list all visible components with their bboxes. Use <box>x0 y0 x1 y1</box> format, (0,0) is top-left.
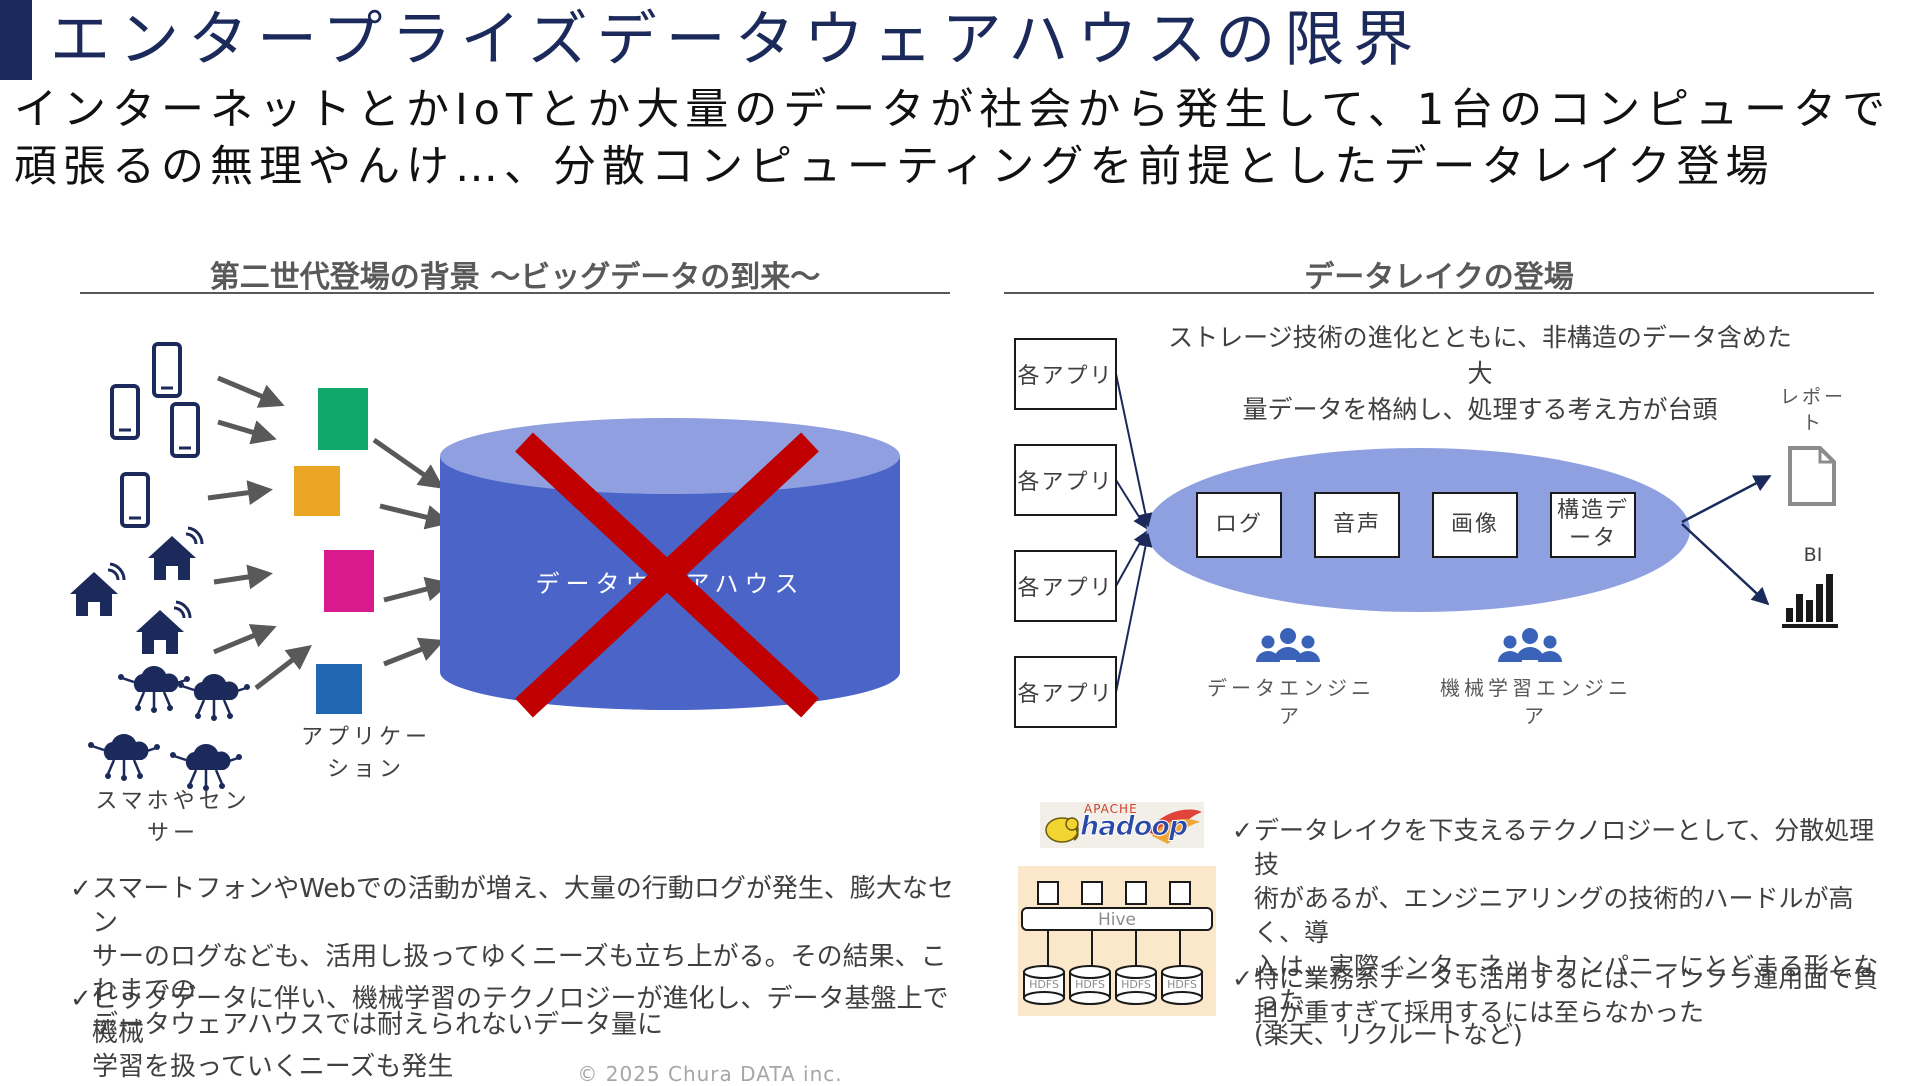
left-section-rule <box>80 292 950 294</box>
left-section-heading: 第二世代登場の背景 ～ビッグデータの到来～ <box>209 260 821 295</box>
ml-engineer-icon <box>1498 628 1562 662</box>
left-bullet-1-line: データウェアハウスでは耐えられないデータ量に <box>92 1010 663 1040</box>
right-bullet-2: ✓ 特に業務系データも活用するには、インフラ運用面で負 担が重すぎて採用するには… <box>1232 962 1894 1030</box>
hdfs-label: HDFS <box>1167 978 1197 991</box>
right-section-rule <box>1004 292 1874 294</box>
description-line-1: ストレージ技術の進化とともに、非構造のデータ含めた大 <box>1168 323 1792 388</box>
checkmark-icon: ✓ <box>1232 964 1253 993</box>
subtitle-line-2: 頑張るの無理やんけ…、分散コンピューティングを前提としたデータレイク登場 <box>14 142 1775 192</box>
right-section-heading: データレイクの登場 <box>1304 260 1574 295</box>
smart-home-icon <box>68 562 126 618</box>
copyright-footer: © 2025 Chura DATA inc. <box>577 1062 843 1086</box>
right-bullet-1-line: データレイクを下支えるテクノロジーとして、分散処理技 <box>1254 816 1875 879</box>
left-bullet-1: ✓ スマートフォンやWebでの活動が増え、大量の行動ログが発生、膨大なセン サー… <box>70 872 972 1042</box>
bi-label: BI <box>1803 544 1823 566</box>
app-square-blue <box>316 664 362 714</box>
smartphone-icon <box>152 342 182 398</box>
right-bullet-2-line: 担が重すぎて採用するには至らなかった <box>1254 998 1705 1027</box>
app-arrows <box>372 437 451 667</box>
lake-item-structured-data: 構造データ <box>1550 492 1636 558</box>
bi-chart-icon <box>1782 574 1838 628</box>
hdfs-label: HDFS <box>1029 978 1059 991</box>
description-line-2: 量データを格納し、処理する考え方が台頭 <box>1242 395 1718 424</box>
source-app-box: 各アプリ <box>1014 550 1117 622</box>
left-bullet-2-line: 学習を扱っていくニーズも発生 <box>92 1052 454 1082</box>
big-data-diagram: データウェアハウス <box>68 342 900 793</box>
hdfs-label: HDFS <box>1121 978 1151 991</box>
smartphone-icon <box>170 402 200 458</box>
data-engineer-icon <box>1256 628 1320 662</box>
hdfs-label: HDFS <box>1075 978 1105 991</box>
hive-hdfs-diagram: Hive HDFS HDFS HDFS HDFS <box>1018 866 1216 1016</box>
right-bullet-1-line: (楽天、リクルートなど) <box>1254 1020 1523 1049</box>
report-label: レポート <box>1780 386 1847 434</box>
app-square-magenta <box>324 550 374 612</box>
source-app-box: 各アプリ <box>1014 444 1117 516</box>
lake-to-output-arrows <box>1681 474 1772 606</box>
iot-sensor-icon <box>168 742 244 793</box>
app-square-orange <box>294 466 340 516</box>
source-app-box: 各アプリ <box>1014 338 1117 410</box>
hive-label: Hive <box>1097 910 1137 930</box>
device-arrows <box>207 375 312 690</box>
left-bullet-2: ✓ ビッグデータに伴い、機械学習のテクノロジーが進化し、データ基盤上で機械 学習… <box>70 982 972 1084</box>
data-engineer-label: データエンジニア <box>1207 676 1375 728</box>
report-document-icon <box>1788 446 1836 506</box>
iot-sensor-icon <box>86 732 162 783</box>
data-lake-ellipse <box>1146 448 1690 612</box>
source-app-box: 各アプリ <box>1014 656 1117 728</box>
left-bullet-2-line: ビッグデータに伴い、機械学習のテクノロジーが進化し、データ基盤上で機械 <box>92 984 949 1048</box>
hadoop-elephant-icon <box>1045 809 1202 844</box>
right-bullet-1-line: 術があるが、エンジニアリングの技術的ハードルが高く、導 <box>1254 884 1854 947</box>
applications-label: アプリケーション <box>300 725 431 782</box>
subtitle-line-1: インターネットとかIoTとか大量のデータが社会から発生して、1台のコンピュータで <box>14 85 1892 135</box>
data-lake-diagram <box>1115 373 1838 693</box>
hadoop-logo: APACHE hadoop <box>1040 802 1204 848</box>
hadoop-name-text: hadoop <box>1079 811 1188 843</box>
lake-item-log: ログ <box>1196 492 1282 558</box>
cross-out-icon <box>515 432 819 718</box>
checkmark-icon: ✓ <box>1232 816 1253 845</box>
sources-label: スマホやセンサー <box>95 789 251 846</box>
app-to-lake-arrows <box>1115 373 1153 693</box>
left-bullet-1-line: サーのログなども、活用し扱ってゆくニーズも立ち上がる。その結果、これまでの <box>92 942 947 1006</box>
page-title: エンタープライズデータウェアハウスの限界 <box>50 5 1423 75</box>
smartphone-icon <box>110 384 140 440</box>
right-bullet-2-line: 特に業務系データも活用するには、インフラ運用面で負 <box>1254 964 1879 993</box>
ml-engineer-label: 機械学習エンジニア <box>1440 676 1632 728</box>
iot-sensor-icon <box>116 664 192 715</box>
smart-home-icon <box>146 526 204 582</box>
smartphone-icon <box>120 472 150 528</box>
lake-item-audio: 音声 <box>1314 492 1400 558</box>
checkmark-icon: ✓ <box>70 874 92 904</box>
title-accent-bar <box>0 0 32 80</box>
checkmark-icon: ✓ <box>70 984 92 1014</box>
right-bullet-1-line: 入は、実際インターネットカンパニーにとどまる形となった <box>1254 952 1879 1015</box>
smart-home-icon <box>134 600 192 656</box>
hive-hdfs-illustration <box>1021 881 1213 1005</box>
hadoop-apache-text: APACHE <box>1084 802 1138 816</box>
lake-item-image: 画像 <box>1432 492 1518 558</box>
app-square-green <box>318 388 368 450</box>
right-bullet-1: ✓ データレイクを下支えるテクノロジーとして、分散処理技 術があるが、エンジニア… <box>1232 814 1894 1052</box>
left-bullet-1-line: スマートフォンやWebでの活動が増え、大量の行動ログが発生、膨大なセン <box>92 874 954 938</box>
data-lake-description: ストレージ技術の進化とともに、非構造のデータ含めた大 量データを格納し、処理する… <box>1160 320 1800 428</box>
page-subtitle: インターネットとかIoTとか大量のデータが社会から発生して、1台のコンピュータで… <box>14 82 1891 196</box>
